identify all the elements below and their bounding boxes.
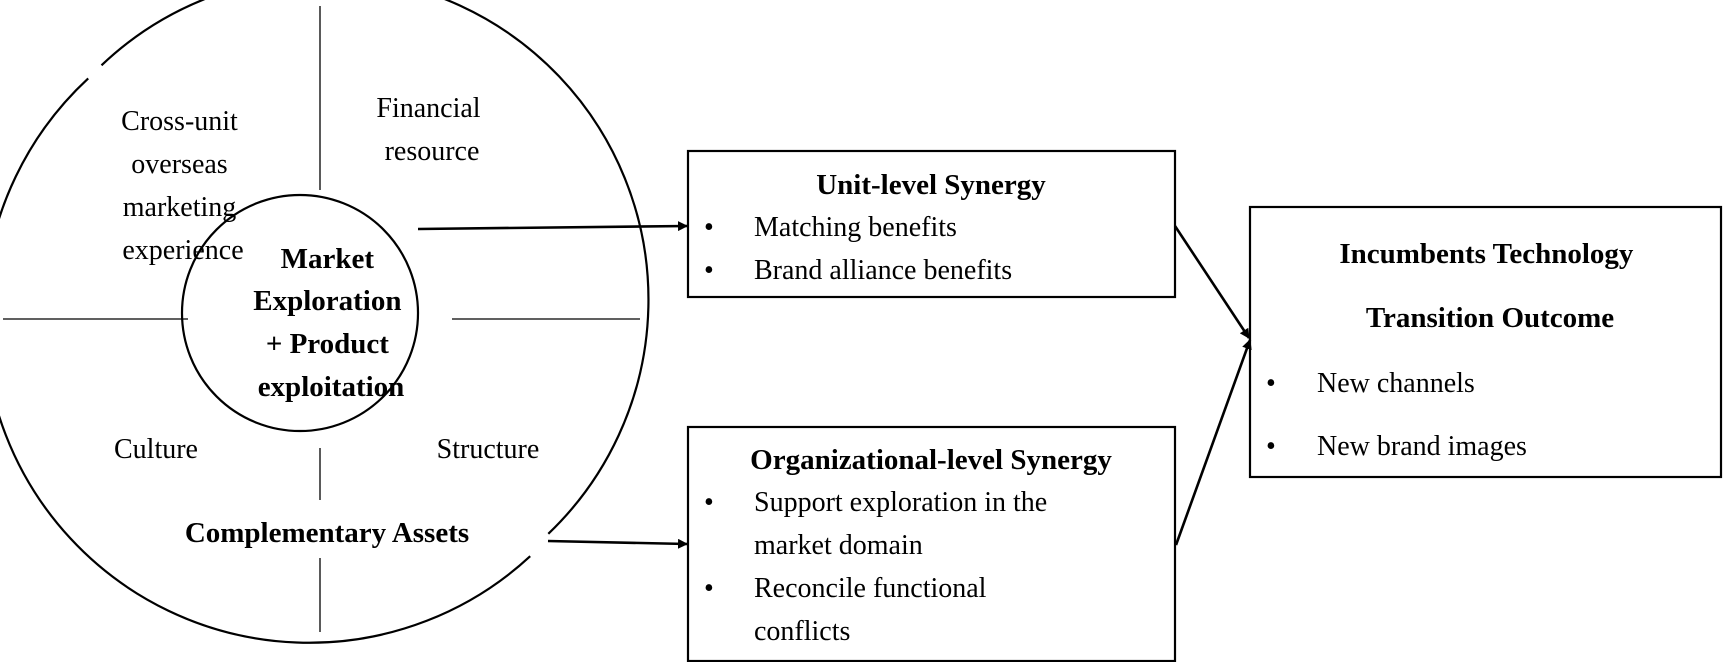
outcome-bullet-1: New channels	[1317, 368, 1475, 399]
segment-bottom-left-label: Culture	[114, 434, 198, 465]
unit-bullet-symbol: •	[704, 212, 714, 243]
org-bullet-symbol: •	[704, 487, 714, 518]
outcome-box-title: Incumbents Technology Transition Outcome	[1339, 238, 1640, 334]
segment-top-right-label: Financial resource	[376, 93, 487, 167]
outer-circle-arc-main	[0, 77, 531, 644]
unit-box-title: Unit-level Synergy	[816, 169, 1046, 201]
transition-outcome-box: Incumbents Technology Transition Outcome…	[1248, 205, 1723, 479]
segment-bottom-right-label: Structure	[437, 434, 540, 465]
center-label: Market Exploration + Product exploitatio…	[253, 243, 409, 403]
outcome-bullet-symbol: •	[1266, 368, 1276, 399]
org-bullet-symbol: •	[704, 573, 714, 604]
outcome-bullet-2: New brand images	[1317, 431, 1527, 462]
unit-bullet-symbol: •	[704, 255, 714, 286]
org-box-title: Organizational-level Synergy	[750, 444, 1112, 476]
unit-bullet-1: Matching benefits	[754, 212, 957, 243]
complementary-assets-label: Complementary Assets	[185, 517, 469, 549]
arrow-center-to-unit-synergy	[417, 221, 688, 232]
org-bullet-2: Reconcile functional conflicts	[754, 573, 993, 647]
arrow-unit-synergy-to-outcome	[1173, 225, 1251, 339]
arrow-org-synergy-to-outcome	[1174, 339, 1252, 546]
organizational-level-synergy-box: Organizational-level Synergy • Support e…	[686, 425, 1177, 662]
inner-circle	[180, 193, 420, 433]
arrow-assets-to-org-synergy	[547, 538, 688, 549]
outcome-bullet-symbol: •	[1266, 431, 1276, 462]
org-bullet-1: Support exploration in the market domain	[754, 487, 1054, 561]
unit-box-frame	[686, 149, 1177, 299]
segment-top-left-label: Cross-unit overseas marketing experience	[121, 106, 245, 266]
outer-circle-arc-right	[100, 0, 650, 535]
unit-bullet-2: Brand alliance benefits	[754, 255, 1012, 286]
unit-level-synergy-box: Unit-level Synergy • Matching benefits •…	[686, 149, 1177, 299]
complementary-assets-circle	[0, 0, 650, 644]
